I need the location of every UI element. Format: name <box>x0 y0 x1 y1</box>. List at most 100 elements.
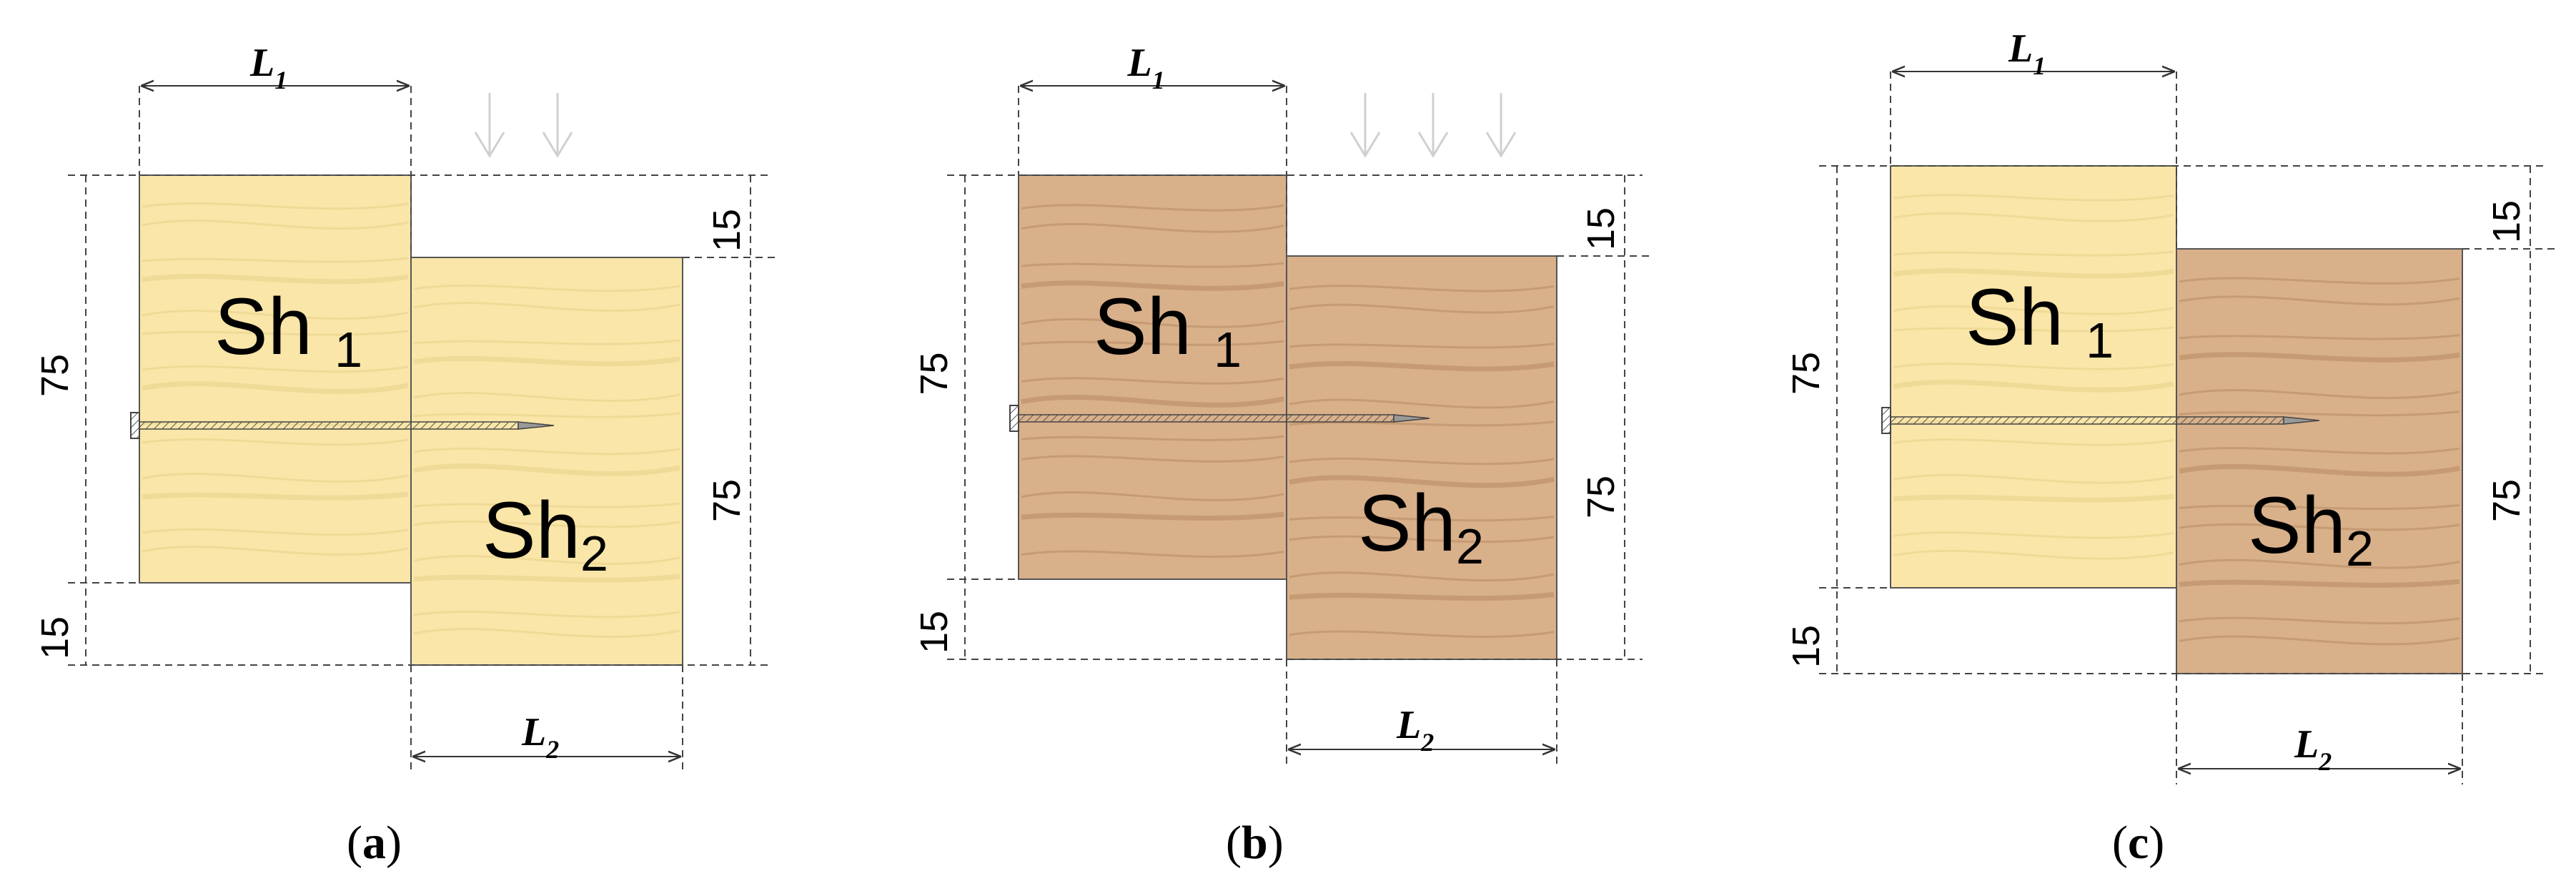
nail-head-icon <box>1881 407 1891 434</box>
sheet-2 <box>1286 255 1557 660</box>
wood-grain <box>142 438 409 446</box>
wood-grain <box>142 202 409 210</box>
dim-75-right: 75 <box>2485 479 2528 522</box>
sheet-1 <box>139 174 412 584</box>
wood-grain <box>1021 340 1284 346</box>
wood-grain <box>1289 591 1555 601</box>
wood-grain <box>413 392 680 402</box>
wood-grain <box>2179 352 2460 363</box>
wood-grain <box>413 355 680 367</box>
nail-shank <box>1018 414 1394 423</box>
wood-grain <box>2179 389 2460 400</box>
wood-grain <box>413 284 680 292</box>
wood-grain <box>1289 343 1555 349</box>
wood-grain <box>1893 305 2174 315</box>
wood-grain <box>2179 579 2460 588</box>
sheet-2 <box>2176 248 2463 674</box>
sheet-1-label: Sh 1 <box>214 282 362 378</box>
sheet-1-label: Sh 1 <box>1094 282 1242 378</box>
wood-grain <box>1289 457 1555 466</box>
wood-grain <box>2179 523 2460 531</box>
wood-grain <box>142 220 409 230</box>
wood-grain <box>142 473 409 483</box>
wood-grain <box>142 310 409 320</box>
sheet-1-body <box>1890 165 2177 589</box>
wood-grain <box>142 330 409 336</box>
dim-15-right: 15 <box>705 209 748 252</box>
wood-grain <box>142 257 409 263</box>
wood-grain <box>142 491 409 501</box>
wood-grain <box>2179 558 2460 569</box>
wood-grain <box>413 447 680 456</box>
wood-grain <box>1021 262 1284 268</box>
panel-caption: (a) <box>347 817 402 869</box>
dim-15-right: 15 <box>1580 207 1623 250</box>
wood-grain <box>1893 212 2174 222</box>
wood-grain <box>1893 531 2174 539</box>
sheet-2-label: Sh2 <box>482 486 608 581</box>
wood-grain <box>413 520 680 528</box>
wood-grain <box>2179 463 2460 477</box>
wood-grain <box>1893 268 2174 279</box>
wood-grain <box>1289 303 1555 314</box>
sheet-1 <box>1890 165 2177 589</box>
wood-grain <box>413 463 680 476</box>
wood-grain <box>1021 455 1284 463</box>
load-arrowhead-icon <box>1417 132 1449 158</box>
wood-grain <box>413 574 680 583</box>
dim-75-right: 75 <box>705 479 748 522</box>
wood-grain <box>413 412 680 418</box>
wood-grain <box>1021 377 1284 385</box>
sheet-2-body <box>2176 248 2463 674</box>
wood-grain <box>142 546 409 556</box>
wood-grain <box>413 610 680 619</box>
wood-grain <box>1021 222 1284 233</box>
wood-grain <box>2179 295 2460 306</box>
load-arrowhead-icon <box>1485 132 1517 158</box>
wood-grain <box>1021 204 1284 212</box>
sheet-2 <box>410 257 683 666</box>
wood-grain <box>2179 616 2460 625</box>
wood-grain <box>1021 550 1284 558</box>
wood-grain <box>1289 516 1555 522</box>
wood-grain <box>1021 280 1284 291</box>
nail-tip-icon <box>1393 414 1430 423</box>
dim-15-left: 15 <box>34 616 76 659</box>
sheet-2-label: Sh2 <box>1358 478 1484 574</box>
wood-grain <box>1893 363 2174 370</box>
wood-grain <box>1021 435 1284 441</box>
l2-label: L2 <box>521 710 559 764</box>
nail-tip-icon <box>517 421 555 430</box>
sheet-1-label: Sh 1 <box>1966 272 2114 368</box>
wood-grain <box>413 339 680 345</box>
wood-grain <box>142 365 409 373</box>
wood-grain <box>1289 420 1555 427</box>
wood-grain <box>1893 250 2174 257</box>
l2-label: L2 <box>1396 703 1434 757</box>
wood-grain <box>1893 194 2174 202</box>
dim-15-right: 15 <box>2485 200 2528 243</box>
wood-grain <box>413 628 680 638</box>
nail-head-icon <box>1009 405 1019 432</box>
wood-grain <box>1021 491 1284 501</box>
wood-grain <box>413 502 680 508</box>
wood-grain <box>1289 571 1555 582</box>
panel-caption: (b) <box>1226 817 1284 869</box>
sheet-1-body <box>139 174 412 584</box>
nail-shank <box>139 421 519 430</box>
dim-15-left: 15 <box>1785 625 1828 668</box>
l1-label: L1 <box>1127 41 1165 94</box>
wood-grain <box>1893 473 2174 484</box>
wood-grain <box>413 555 680 565</box>
nail-shank <box>1890 416 2284 425</box>
wood-grain <box>1021 511 1284 521</box>
load-arrowhead-icon <box>1349 132 1381 158</box>
l2-label: L2 <box>2294 722 2332 776</box>
nail-head-icon <box>130 412 140 439</box>
wood-grain <box>1893 493 2174 503</box>
wood-grain <box>1289 475 1555 488</box>
